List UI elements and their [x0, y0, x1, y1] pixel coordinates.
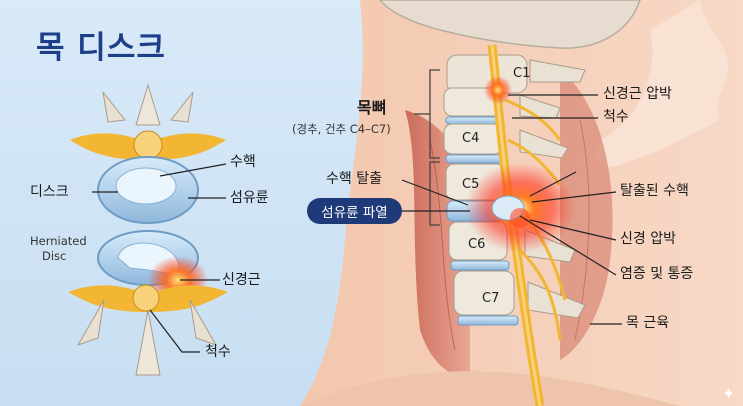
leader-lines-right	[401, 94, 622, 325]
label-nerve-root-compression: 신경근 압박	[603, 86, 672, 102]
label-annulus: 섬유륜	[230, 190, 269, 206]
vertebra-label-c5: C5	[462, 177, 480, 192]
label-herniated-nucleus: 탈출된 수핵	[620, 183, 689, 199]
label-neck-muscle: 목 근육	[626, 315, 670, 331]
label-spinal-cord-right: 척수	[603, 109, 629, 125]
leader-lines-left	[92, 163, 227, 353]
label-cervical-spine: 목뼈	[357, 98, 387, 117]
label-herniated-line2: Disc	[42, 249, 67, 263]
herniated-disc-diagram	[68, 230, 228, 376]
vertebra-label-c4: C4	[462, 131, 480, 146]
label-nucleus-extrusion: 수핵 탈출	[326, 171, 382, 187]
label-annulus-tear: 섬유륜 파열	[307, 198, 402, 224]
label-cervical-note: (경추, 건추 C4–C7)	[292, 122, 391, 136]
label-herniated-line1: Herniated	[30, 234, 87, 248]
label-spinal-cord-left: 척수	[205, 344, 231, 360]
label-nerve-root: 신경근	[222, 272, 261, 288]
vertebra-label-c7: C7	[482, 291, 500, 306]
label-inflammation-pain: 염증 및 통증	[620, 266, 694, 282]
label-disc: 디스크	[30, 184, 69, 200]
page-title: 목 디스크	[36, 30, 166, 66]
sparkle-icon: ✦	[722, 384, 736, 403]
label-nucleus: 수핵	[230, 154, 256, 170]
vertebra-label-c6: C6	[468, 237, 486, 252]
label-nerve-compression: 신경 압박	[620, 231, 676, 247]
cervical-column	[443, 44, 586, 406]
healthy-disc-diagram	[70, 83, 226, 224]
vertebra-label-c1: C1	[513, 66, 531, 81]
